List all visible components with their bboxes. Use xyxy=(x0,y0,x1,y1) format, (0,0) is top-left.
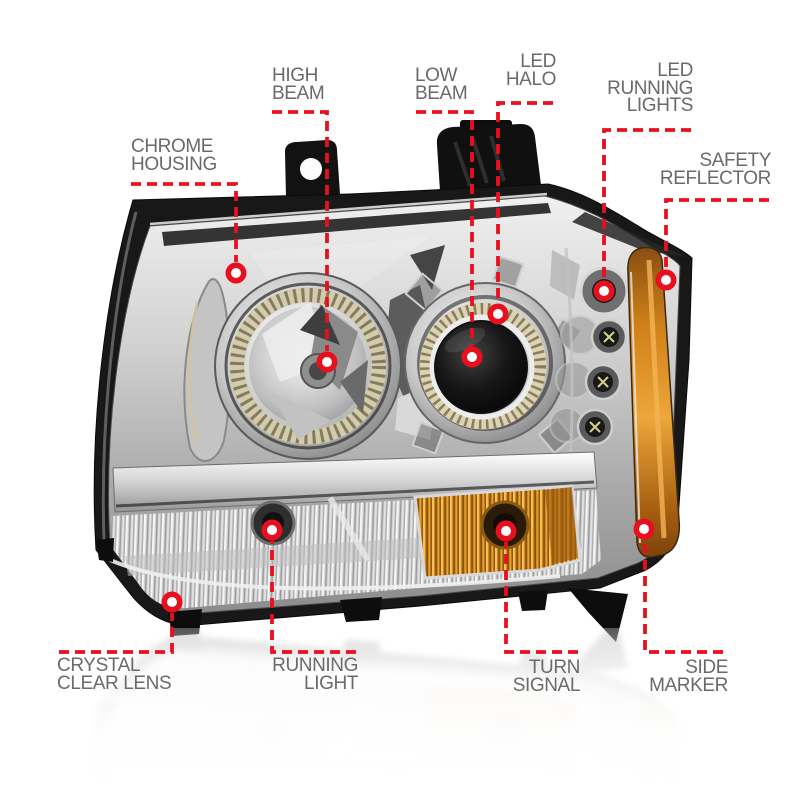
label-running-light-line-1: RUNNING xyxy=(272,655,358,676)
label-crystal-clear-lens-line-1: CRYSTAL xyxy=(57,655,141,676)
led-running-light-2 xyxy=(590,318,628,356)
label-led-running-lights-line-1: LED xyxy=(657,60,693,81)
callout-marker-center-crystal-clear-lens xyxy=(167,597,177,607)
annotation-layer xyxy=(59,101,769,654)
label-led-running-lights-line-2: RUNNING xyxy=(607,77,693,99)
callout-line-led-running-lights xyxy=(602,128,691,280)
safety-reflector-strip xyxy=(627,246,681,558)
label-chrome-housing-line-2: HOUSING xyxy=(131,153,217,175)
low-beam-projector xyxy=(404,255,583,455)
callout-line-low-beam xyxy=(416,110,474,346)
label-safety-reflector-line-1: SAFETY xyxy=(699,150,771,171)
callout-marker-center-safety-reflector xyxy=(661,275,671,285)
high-beam-halo-ring xyxy=(229,287,387,445)
label-low-beam-line-2: BEAM xyxy=(415,82,468,104)
lens-divider-bar xyxy=(112,451,598,513)
label-chrome-housing-line-1: CHROME xyxy=(131,136,214,157)
side-marker-strip xyxy=(627,246,681,558)
callout-line-crystal-clear-lens xyxy=(59,613,174,654)
led-running-light-4 xyxy=(576,408,614,446)
label-high-beam-line-1: HIGH xyxy=(272,65,318,86)
label-led-halo-line-2: HALO xyxy=(505,68,557,90)
label-led-running-lights-line-3: LIGHTS xyxy=(626,95,694,116)
callout-marker-center-turn-signal xyxy=(501,526,511,536)
callout-line-side-marker xyxy=(643,540,723,654)
label-led-halo-line-1: LED xyxy=(520,51,556,72)
callout-marker-center-led-running-lights xyxy=(599,286,609,296)
callout-line-running-light xyxy=(270,541,356,654)
label-safety-reflector-line-2: REFLECTOR xyxy=(659,167,772,189)
callout-marker-center-led-halo xyxy=(493,309,503,319)
label-side-marker-line-1: SIDE xyxy=(685,657,728,678)
adjuster-bracket xyxy=(436,120,541,194)
label-running-light-line-2: LIGHT xyxy=(304,672,358,694)
label-turn-signal-line-2: SIGNAL xyxy=(512,674,581,696)
callout-marker-center-low-beam xyxy=(467,352,477,362)
led-running-light-3 xyxy=(584,363,622,401)
callout-line-high-beam xyxy=(272,110,329,351)
label-high-beam-line-2: BEAM xyxy=(272,82,325,104)
callout-line-led-halo xyxy=(496,101,553,303)
left-crescent-detail xyxy=(183,278,231,462)
label-low-beam-line-1: LOW xyxy=(415,65,458,86)
callout-marker-center-chrome-housing xyxy=(231,268,241,278)
callout-marker-center-high-beam xyxy=(322,357,332,367)
led-halo-ring xyxy=(419,302,547,430)
callout-line-safety-reflector xyxy=(664,198,769,269)
callout-marker-center-running-light xyxy=(267,525,277,535)
label-crystal-clear-lens-line-2: CLEAR LENS xyxy=(57,672,172,694)
label-turn-signal-line-1: TURN xyxy=(528,657,581,678)
callout-line-turn-signal xyxy=(504,542,578,654)
high-beam-projector xyxy=(214,272,402,460)
callout-marker-center-side-marker xyxy=(639,524,649,534)
label-side-marker-line-2: MARKER xyxy=(649,674,728,696)
callout-line-chrome-housing xyxy=(131,182,238,262)
mounting-tab xyxy=(285,140,340,198)
